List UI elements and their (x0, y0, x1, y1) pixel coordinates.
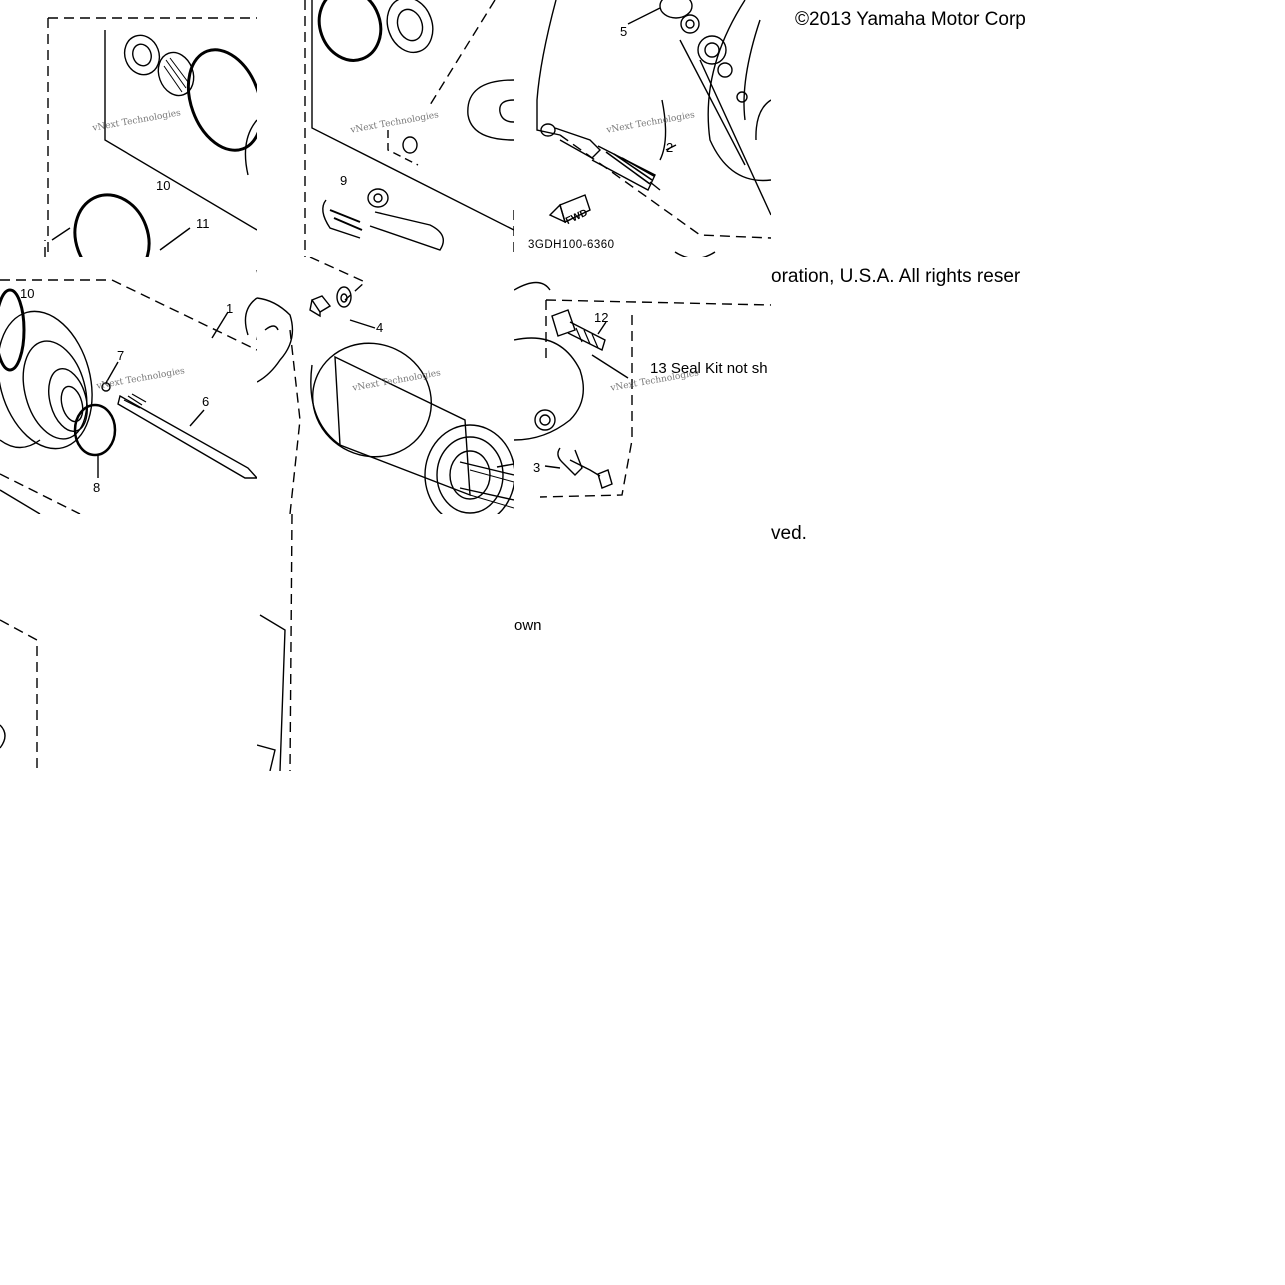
tile-lower-left (0, 619, 38, 771)
tile-end-housing (0, 270, 257, 514)
tile-armature (257, 257, 514, 514)
callout-9: 9 (340, 173, 347, 188)
seal-kit-note-2: own (514, 617, 542, 634)
callout-7: 7 (117, 348, 124, 363)
callout-11: 11 (196, 216, 210, 231)
callout-numbers: 5 2 9 10 11 10 1 4 12 7 6 8 3 (20, 24, 673, 495)
copyright-text-1: ©2013 Yamaha Motor Corp (795, 9, 1026, 30)
callout-2: 2 (666, 140, 673, 155)
callout-3: 3 (533, 460, 540, 475)
callout-8: 8 (93, 480, 100, 495)
tile-bearing-orings (44, 17, 257, 257)
tile-end-cover (304, 0, 514, 257)
copyright-text-2: oration, U.S.A. All rights reser (771, 266, 1021, 287)
tile-lower-mid (257, 514, 293, 771)
callout-10-top: 10 (156, 178, 170, 193)
seal-kit-note-1: 13 Seal Kit not sh (650, 360, 768, 377)
callout-10-left: 10 (20, 286, 34, 301)
callout-5: 5 (620, 24, 627, 39)
tile-brush-holder (536, 0, 771, 257)
callout-4: 4 (376, 320, 383, 335)
drawing-code: 3GDH100-6360 (528, 239, 615, 251)
callout-6: 6 (202, 394, 209, 409)
tile-terminal-bolt (514, 281, 771, 498)
callout-1: 1 (226, 301, 233, 316)
fwd-arrow-label: FWD (564, 207, 589, 227)
copyright-text-3: ved. (771, 523, 807, 544)
callout-12: 12 (594, 310, 608, 325)
